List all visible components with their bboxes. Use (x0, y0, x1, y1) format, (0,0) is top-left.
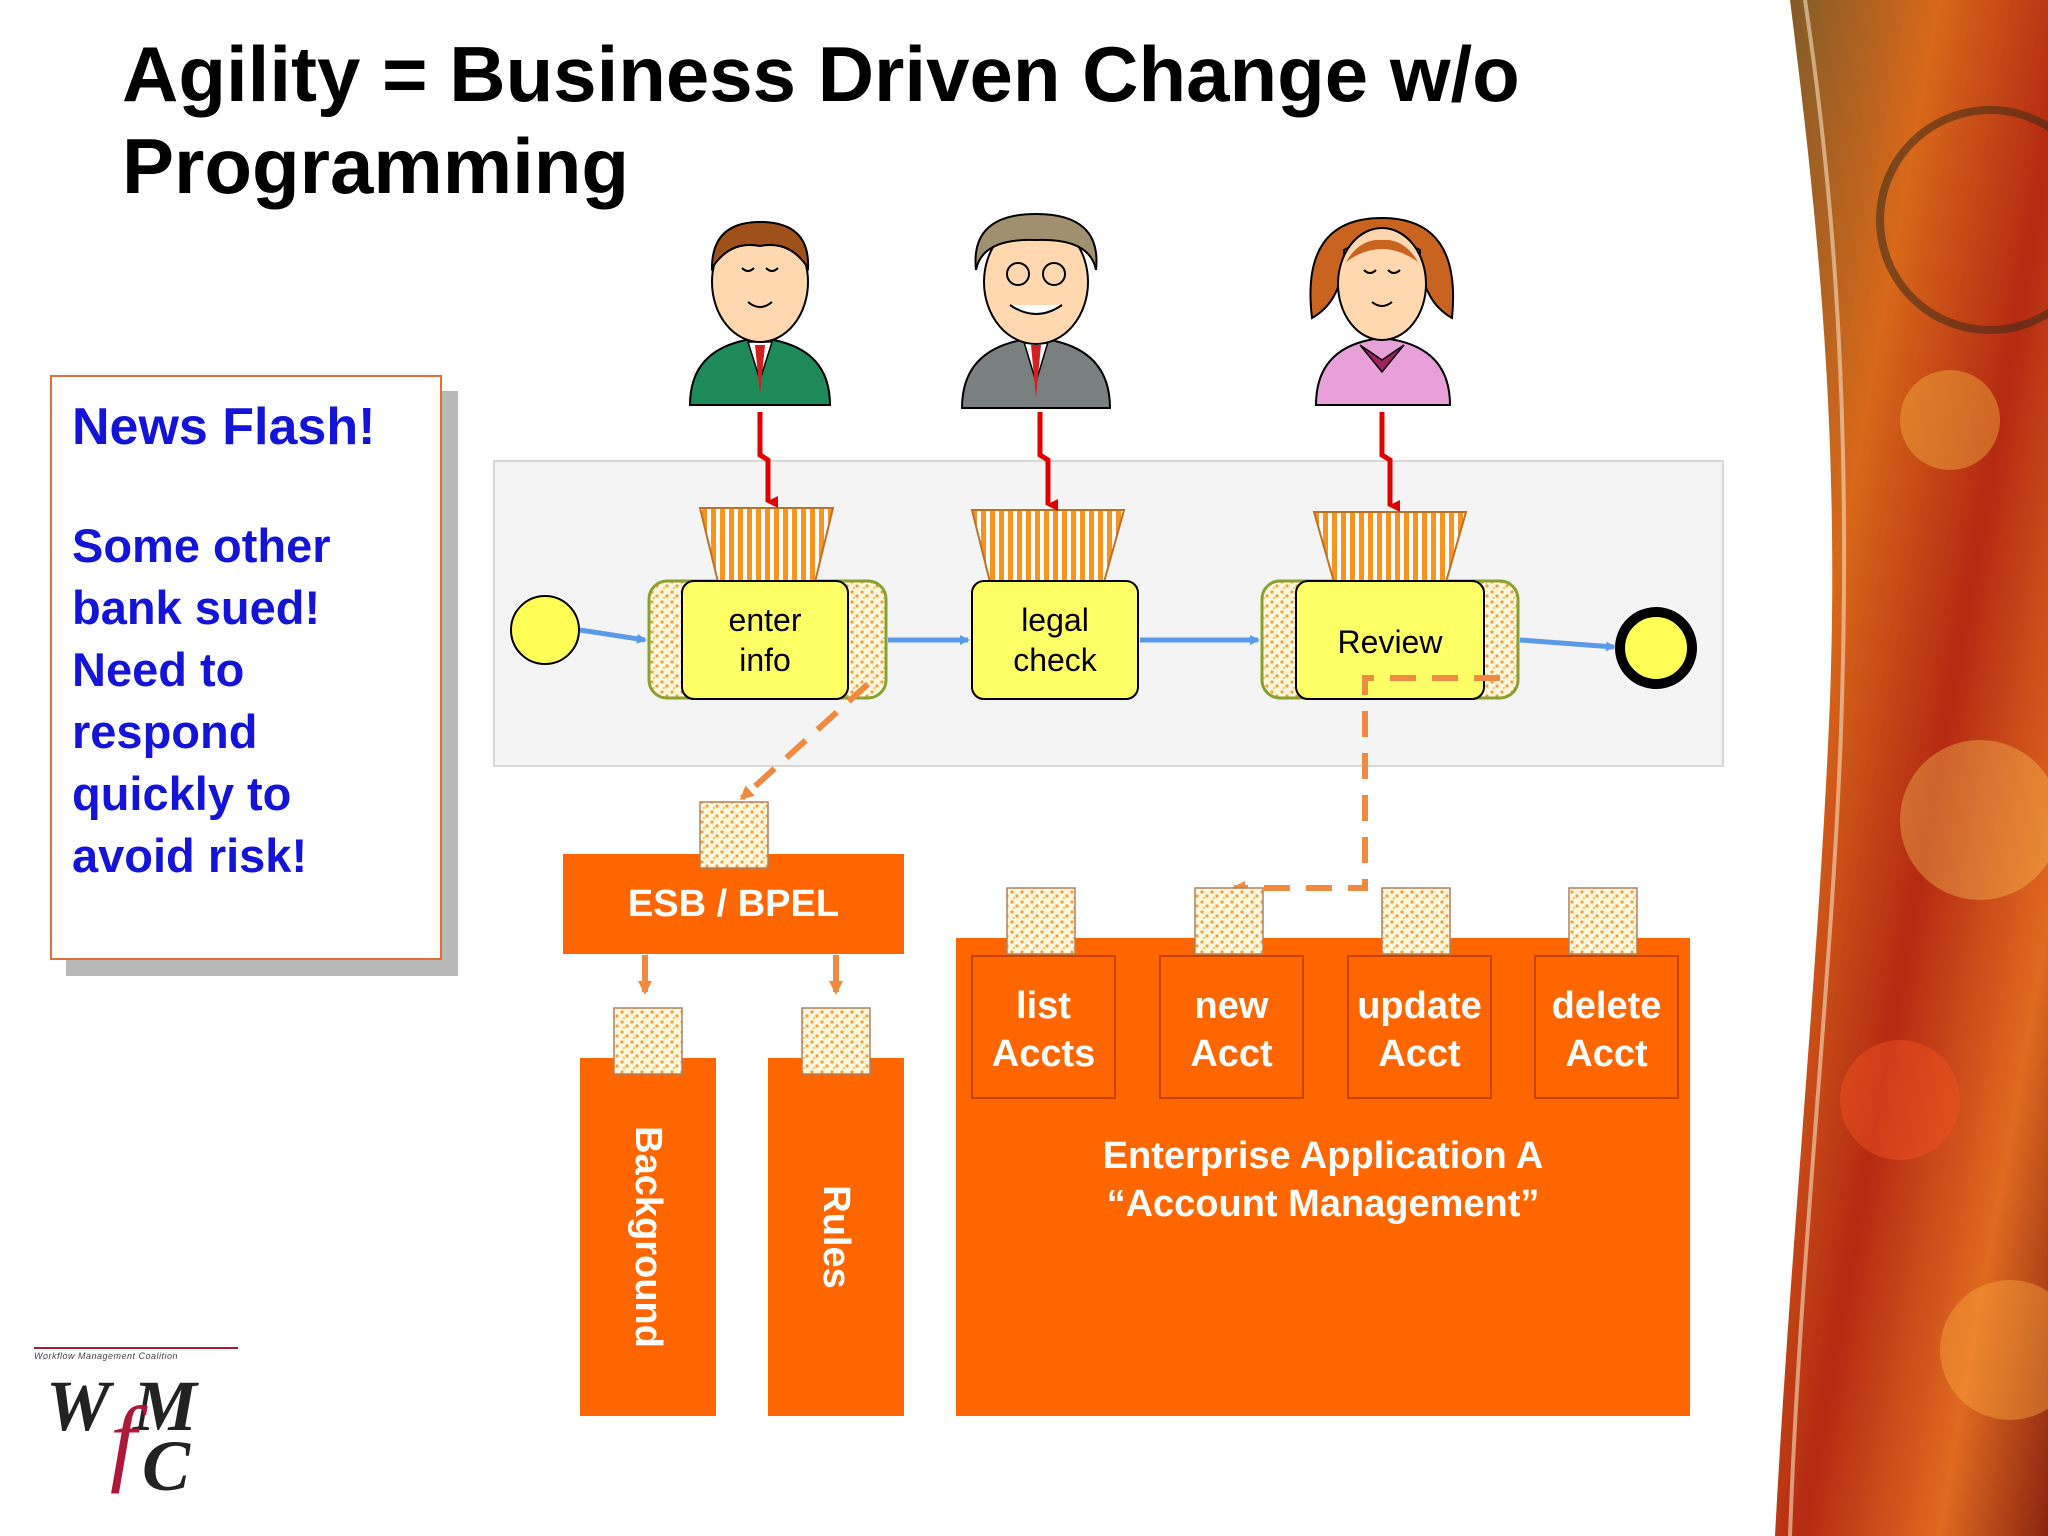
task-label-enter-info: enter info (728, 602, 802, 678)
task-label-legal-check: legal check (1013, 602, 1097, 678)
rules-label: Rules (815, 1185, 857, 1289)
operation-list-accts: list Accts (991, 985, 1096, 1075)
end-event (1615, 607, 1697, 689)
wfmc-logo: Workflow Management Coalition W M f C (30, 1345, 242, 1506)
person-legal-check (960, 212, 1112, 409)
assignment-arrows (757, 412, 1400, 512)
news-flash-heading: News Flash! (72, 398, 376, 456)
task-label-review: Review (1337, 624, 1443, 660)
task-legal-check-shape (970, 509, 1139, 700)
task-review-shape (1260, 511, 1520, 700)
news-flash-body: Some other bank sued! Need to respond qu… (72, 519, 331, 882)
operation-delete-acct: delete Acct (1551, 985, 1662, 1075)
slide-title: Agility = Business Driven Change w/o Pro… (122, 30, 1520, 210)
rules-box (768, 1058, 904, 1416)
person-enter-info (688, 220, 832, 406)
background-box (580, 1058, 716, 1416)
background-port (613, 1007, 683, 1075)
background-label: Background (627, 1126, 669, 1348)
esb-label: ESB / BPEL (627, 883, 840, 925)
service-links (739, 675, 1500, 895)
esb-box (563, 854, 904, 954)
esb-port (699, 801, 769, 869)
person-review (1309, 216, 1455, 406)
rules-port (801, 1007, 871, 1075)
task-enter-info-shape (647, 507, 888, 700)
sequence-flows (579, 627, 1616, 652)
logo-tagline: Workflow Management Coalition (34, 1351, 179, 1361)
news-flash-box: News Flash! Some other bank sued! Need t… (50, 375, 442, 960)
decorative-border (1775, 0, 2048, 1536)
enterprise-app-title: Enterprise Application A “Account Manage… (1102, 1135, 1544, 1225)
operation-new-acct: new Acct (1190, 985, 1273, 1075)
start-event (510, 595, 580, 665)
operation-update-acct: update Acct (1357, 985, 1482, 1075)
enterprise-app-box (956, 938, 1690, 1416)
